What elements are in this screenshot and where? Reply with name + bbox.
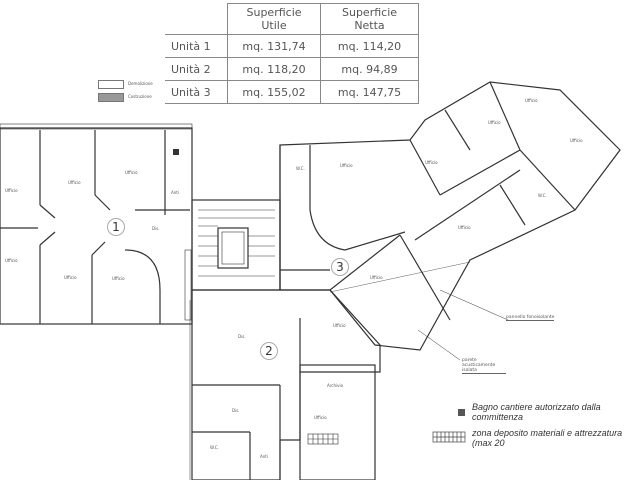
demolizione-swatch <box>98 80 124 89</box>
room-label: W.C. <box>296 166 305 171</box>
room-label: Anti <box>171 190 179 195</box>
room-label: Anti <box>260 454 268 459</box>
bagno-cantiere-marker <box>173 149 179 155</box>
unit-2-marker: 2 <box>260 342 278 360</box>
areas-table: Superficie Utile Superficie Netta Unità … <box>165 3 419 104</box>
costruzione-swatch <box>98 93 124 102</box>
header-superficie-netta: Superficie Netta <box>320 3 419 35</box>
superficie-utile: mq. 118,20 <box>227 57 321 81</box>
room-label: Ufficio <box>333 323 346 328</box>
superficie-netta: mq. 147,75 <box>320 80 419 104</box>
room-label: Ufficio <box>68 180 81 185</box>
room-label: Ufficio <box>64 275 77 280</box>
unit-1-outline <box>0 127 193 325</box>
room-label: Ufficio <box>525 98 538 103</box>
superficie-netta: mq. 94,89 <box>320 57 419 81</box>
unit-3-marker: 3 <box>331 258 349 276</box>
legend-bagno-cantiere: Bagno cantiere autorizzato dalla committ… <box>472 402 601 422</box>
room-label: Ufficio <box>425 160 438 165</box>
superficie-utile: mq. 155,02 <box>227 80 321 104</box>
room-label: Ufficio <box>5 258 18 263</box>
bagno-legend-icon <box>458 409 465 416</box>
note-parete-isolata: parete acusticamente isolata <box>462 358 506 374</box>
header-superficie-utile: Superficie Utile <box>227 3 321 35</box>
room-label: Ufficio <box>5 188 18 193</box>
room-label: W.C. <box>210 445 219 450</box>
room-label: Dis. <box>238 334 246 339</box>
table-row: Unità 3 mq. 155,02 mq. 147,75 <box>165 80 419 104</box>
deposito-legend-icon <box>432 431 466 443</box>
deposito-zone <box>307 433 339 445</box>
room-label: Ufficio <box>370 275 383 280</box>
table-row: Unità 2 mq. 118,20 mq. 94,89 <box>165 57 419 81</box>
room-label: Ufficio <box>112 276 125 281</box>
legend-zona-deposito: zona deposito materiali e attrezzatura (… <box>472 428 623 448</box>
stair-core <box>191 199 281 291</box>
room-label: Ufficio <box>340 163 353 168</box>
room-label: Ufficio <box>314 415 327 420</box>
table-header-row: Superficie Utile Superficie Netta <box>165 3 419 35</box>
unit-label: Unità 2 <box>165 57 228 81</box>
room-label: Ufficio <box>488 120 501 125</box>
room-label: Dis. <box>152 226 160 231</box>
demolizione-label: Demolizione <box>128 81 153 86</box>
superficie-netta: mq. 114,20 <box>320 34 419 58</box>
room-label: W.C. <box>538 193 547 198</box>
room-label: Ufficio <box>458 225 471 230</box>
costruzione-label: Costruzione <box>128 94 152 99</box>
facade-top <box>0 123 193 130</box>
room-label: Dis. <box>232 408 240 413</box>
unit-label: Unità 3 <box>165 80 228 104</box>
room-label: Ufficio <box>125 170 138 175</box>
note-pannello-fonoisolante: pannello fonoisolante <box>506 315 555 321</box>
room-label: Ufficio <box>570 138 583 143</box>
room-label: Archivio <box>327 383 344 388</box>
unit-1-marker: 1 <box>107 218 125 236</box>
